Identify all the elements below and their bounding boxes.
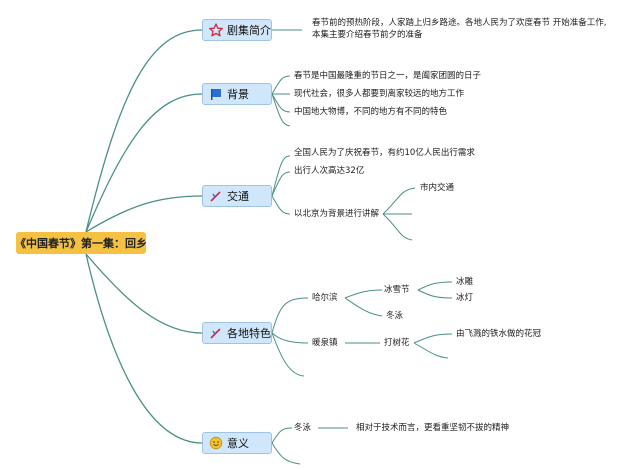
branch-transport-2: [271, 171, 291, 197]
topic-regional-label: 各地特色: [227, 327, 271, 340]
branch-background-3: [271, 93, 291, 113]
branch-beijing-3: [382, 213, 413, 241]
harbin-ice-festival: 冰雪节: [384, 285, 410, 295]
branch-dashuhua-crown: [413, 333, 453, 344]
topic-transport-label: 交通: [227, 190, 249, 203]
nuanquan-dashuhua: 打树花: [384, 338, 410, 348]
synopsis-text: 春节前的预热阶段，人家踏上归乡路途。各地人民为了欢度春节 开始准备工作, 本集主…: [312, 17, 640, 41]
branch-root-meaning: [85, 253, 203, 444]
topic-background[interactable]: 背景: [202, 83, 272, 105]
branch-transport-3: [271, 195, 291, 215]
regional-nuanquan: 暖泉镇: [312, 338, 338, 348]
pencil-mark-icon: [209, 189, 223, 203]
branch-root-regional: [85, 253, 203, 334]
harbin-winter-swim: 冬泳: [386, 311, 404, 321]
branch-meaning-extra: [271, 442, 301, 465]
topic-transport[interactable]: 交通: [202, 185, 272, 207]
meaning-item: 冬泳: [294, 423, 312, 433]
meaning-detail: 相对于技术而言，更看重坚韧不拔的精神: [356, 423, 510, 433]
topic-meaning-label: 意义: [227, 437, 249, 450]
topic-regional[interactable]: 各地特色: [202, 322, 272, 344]
branch-root-synopsis: [85, 29, 203, 233]
branch-regional-nuanquan: [271, 332, 309, 344]
transport-item-beijing: 以北京为背景进行讲解: [294, 209, 380, 219]
branch-regional-extra: [271, 332, 305, 377]
topic-synopsis-label: 剧集简介: [227, 24, 271, 37]
topic-meaning[interactable]: 意义: [202, 432, 272, 454]
ice-lantern: 冰灯: [456, 293, 474, 303]
branch-ice-sculpture: [417, 281, 453, 291]
branch-dashuhua-extra: [413, 342, 449, 359]
branch-transport-1: [271, 155, 291, 197]
branch-beijing-1: [382, 187, 416, 215]
transport-item: 全国人民为了庆祝春节，有约10亿人民出行需求: [294, 148, 475, 158]
branch-harbin-ice: [344, 289, 383, 299]
ice-sculpture: 冰雕: [456, 277, 474, 287]
topic-background-label: 背景: [227, 88, 249, 101]
root-topic[interactable]: 《中国春节》第一集：回乡: [15, 232, 147, 254]
branch-meaning-item: [271, 427, 293, 444]
background-item: 现代社会，很多人都要到离家较远的地方工作: [294, 89, 465, 99]
star-outline-icon: [209, 23, 223, 37]
branch-ice-lantern: [417, 289, 453, 299]
branch-background-1: [271, 75, 291, 95]
smiley-icon: [209, 436, 223, 450]
dashuhua-crown: 由飞溅的铁水做的花冠: [456, 329, 542, 339]
branch-background-4: [271, 93, 291, 127]
branch-harbin-swim: [344, 297, 383, 317]
branch-root-background: [85, 93, 203, 233]
background-item: 中国地大物博，不同的地方有不同的特色: [294, 107, 448, 117]
synopsis-line-1: 春节前的预热阶段，人家踏上归乡路途。各地人民为了欢度春节 开始准备工作,: [312, 18, 607, 28]
branch-root-transport: [85, 195, 203, 233]
pencil-mark-icon: [209, 326, 223, 340]
synopsis-line-2: 本集主要介绍春节前夕的准备: [312, 30, 423, 40]
topic-synopsis[interactable]: 剧集简介: [202, 19, 272, 41]
beijing-child: 市内交通: [420, 183, 455, 193]
regional-harbin: 哈尔滨: [312, 293, 338, 303]
blue-flag-icon: [209, 87, 223, 101]
transport-item: 出行人次高达32亿: [294, 166, 365, 176]
background-item: 春节是中国最隆重的节日之一，是阖家团圆的日子: [294, 71, 482, 81]
branch-regional-harbin: [271, 297, 309, 334]
